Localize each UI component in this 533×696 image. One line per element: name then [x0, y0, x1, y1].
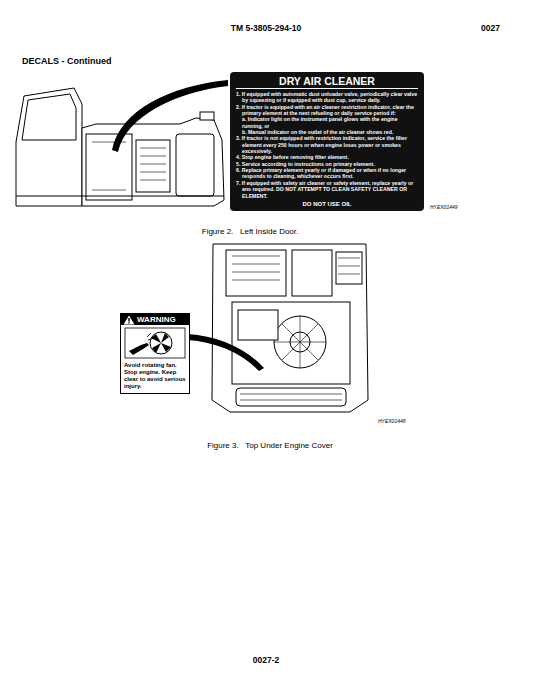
warning-text: Avoid rotating fan. Stop engine. Keep cl… — [121, 361, 189, 393]
air-cleaner — [292, 250, 332, 296]
exhaust — [200, 112, 214, 120]
hydraulic-tank — [226, 250, 286, 296]
frame-line — [16, 196, 224, 197]
cab-outline — [16, 88, 82, 206]
warning-decal: WARNING Avoid rotating fan. Stop engine. … — [120, 313, 190, 394]
counterweight — [176, 134, 214, 196]
leader-arrow — [112, 80, 228, 152]
page-number: 0027-2 — [216, 656, 316, 666]
decal-warning-line: DO NOT USE OIL — [236, 201, 418, 207]
figure-caption: Figure 3. Top Under Engine Cover — [150, 441, 390, 450]
decal-title: DRY AIR CLEANER — [236, 75, 418, 89]
engine-bay — [232, 302, 350, 384]
decal-instruction: 6. Replace primary element yearly or if … — [236, 167, 418, 180]
decal-instruction: 2. If tractor is equipped with an air cl… — [236, 104, 418, 117]
decal-instruction: b. Manual indicator on the outlet of the… — [236, 129, 418, 135]
figure-code: HYEX01449 — [430, 205, 458, 211]
cab-window — [22, 94, 76, 140]
warning-triangle — [123, 315, 135, 325]
machine-top-outline — [212, 244, 368, 412]
fan — [274, 316, 326, 368]
left-door — [86, 134, 132, 200]
counterweight-top — [236, 388, 346, 406]
decal-instruction: 7. If equipped with safety air cleaner o… — [236, 180, 418, 199]
figure-code: HYEX01448 — [378, 419, 406, 425]
manual-number: TM 5-3805-294-10 — [166, 24, 366, 34]
engine-block — [238, 310, 278, 340]
battery — [336, 252, 362, 284]
decal-instruction: 5. Service according to instructions on … — [236, 161, 418, 167]
section-heading: DECALS - Continued — [22, 56, 112, 66]
fan-hazard-icon — [121, 325, 189, 361]
decal-instruction: 1. If equipped with automatic dust unloa… — [236, 91, 418, 104]
decal-instruction: 3. If tractor is not equipped with restr… — [236, 135, 418, 154]
leader-arrow — [188, 334, 264, 371]
engine-housing — [82, 118, 224, 206]
decal-panel: DRY AIR CLEANER 1. If equipped with autom… — [230, 72, 424, 211]
decal-instruction: 4. Stop engine before removing filter el… — [236, 154, 418, 160]
warning-header: WARNING — [121, 314, 189, 325]
decal-instruction: a. Indicator light on the instrument pan… — [236, 116, 418, 129]
work-package-number: 0027 — [440, 24, 500, 34]
figure-caption: Figure 2. Left Inside Door. — [140, 227, 360, 236]
side-panel — [136, 140, 170, 192]
